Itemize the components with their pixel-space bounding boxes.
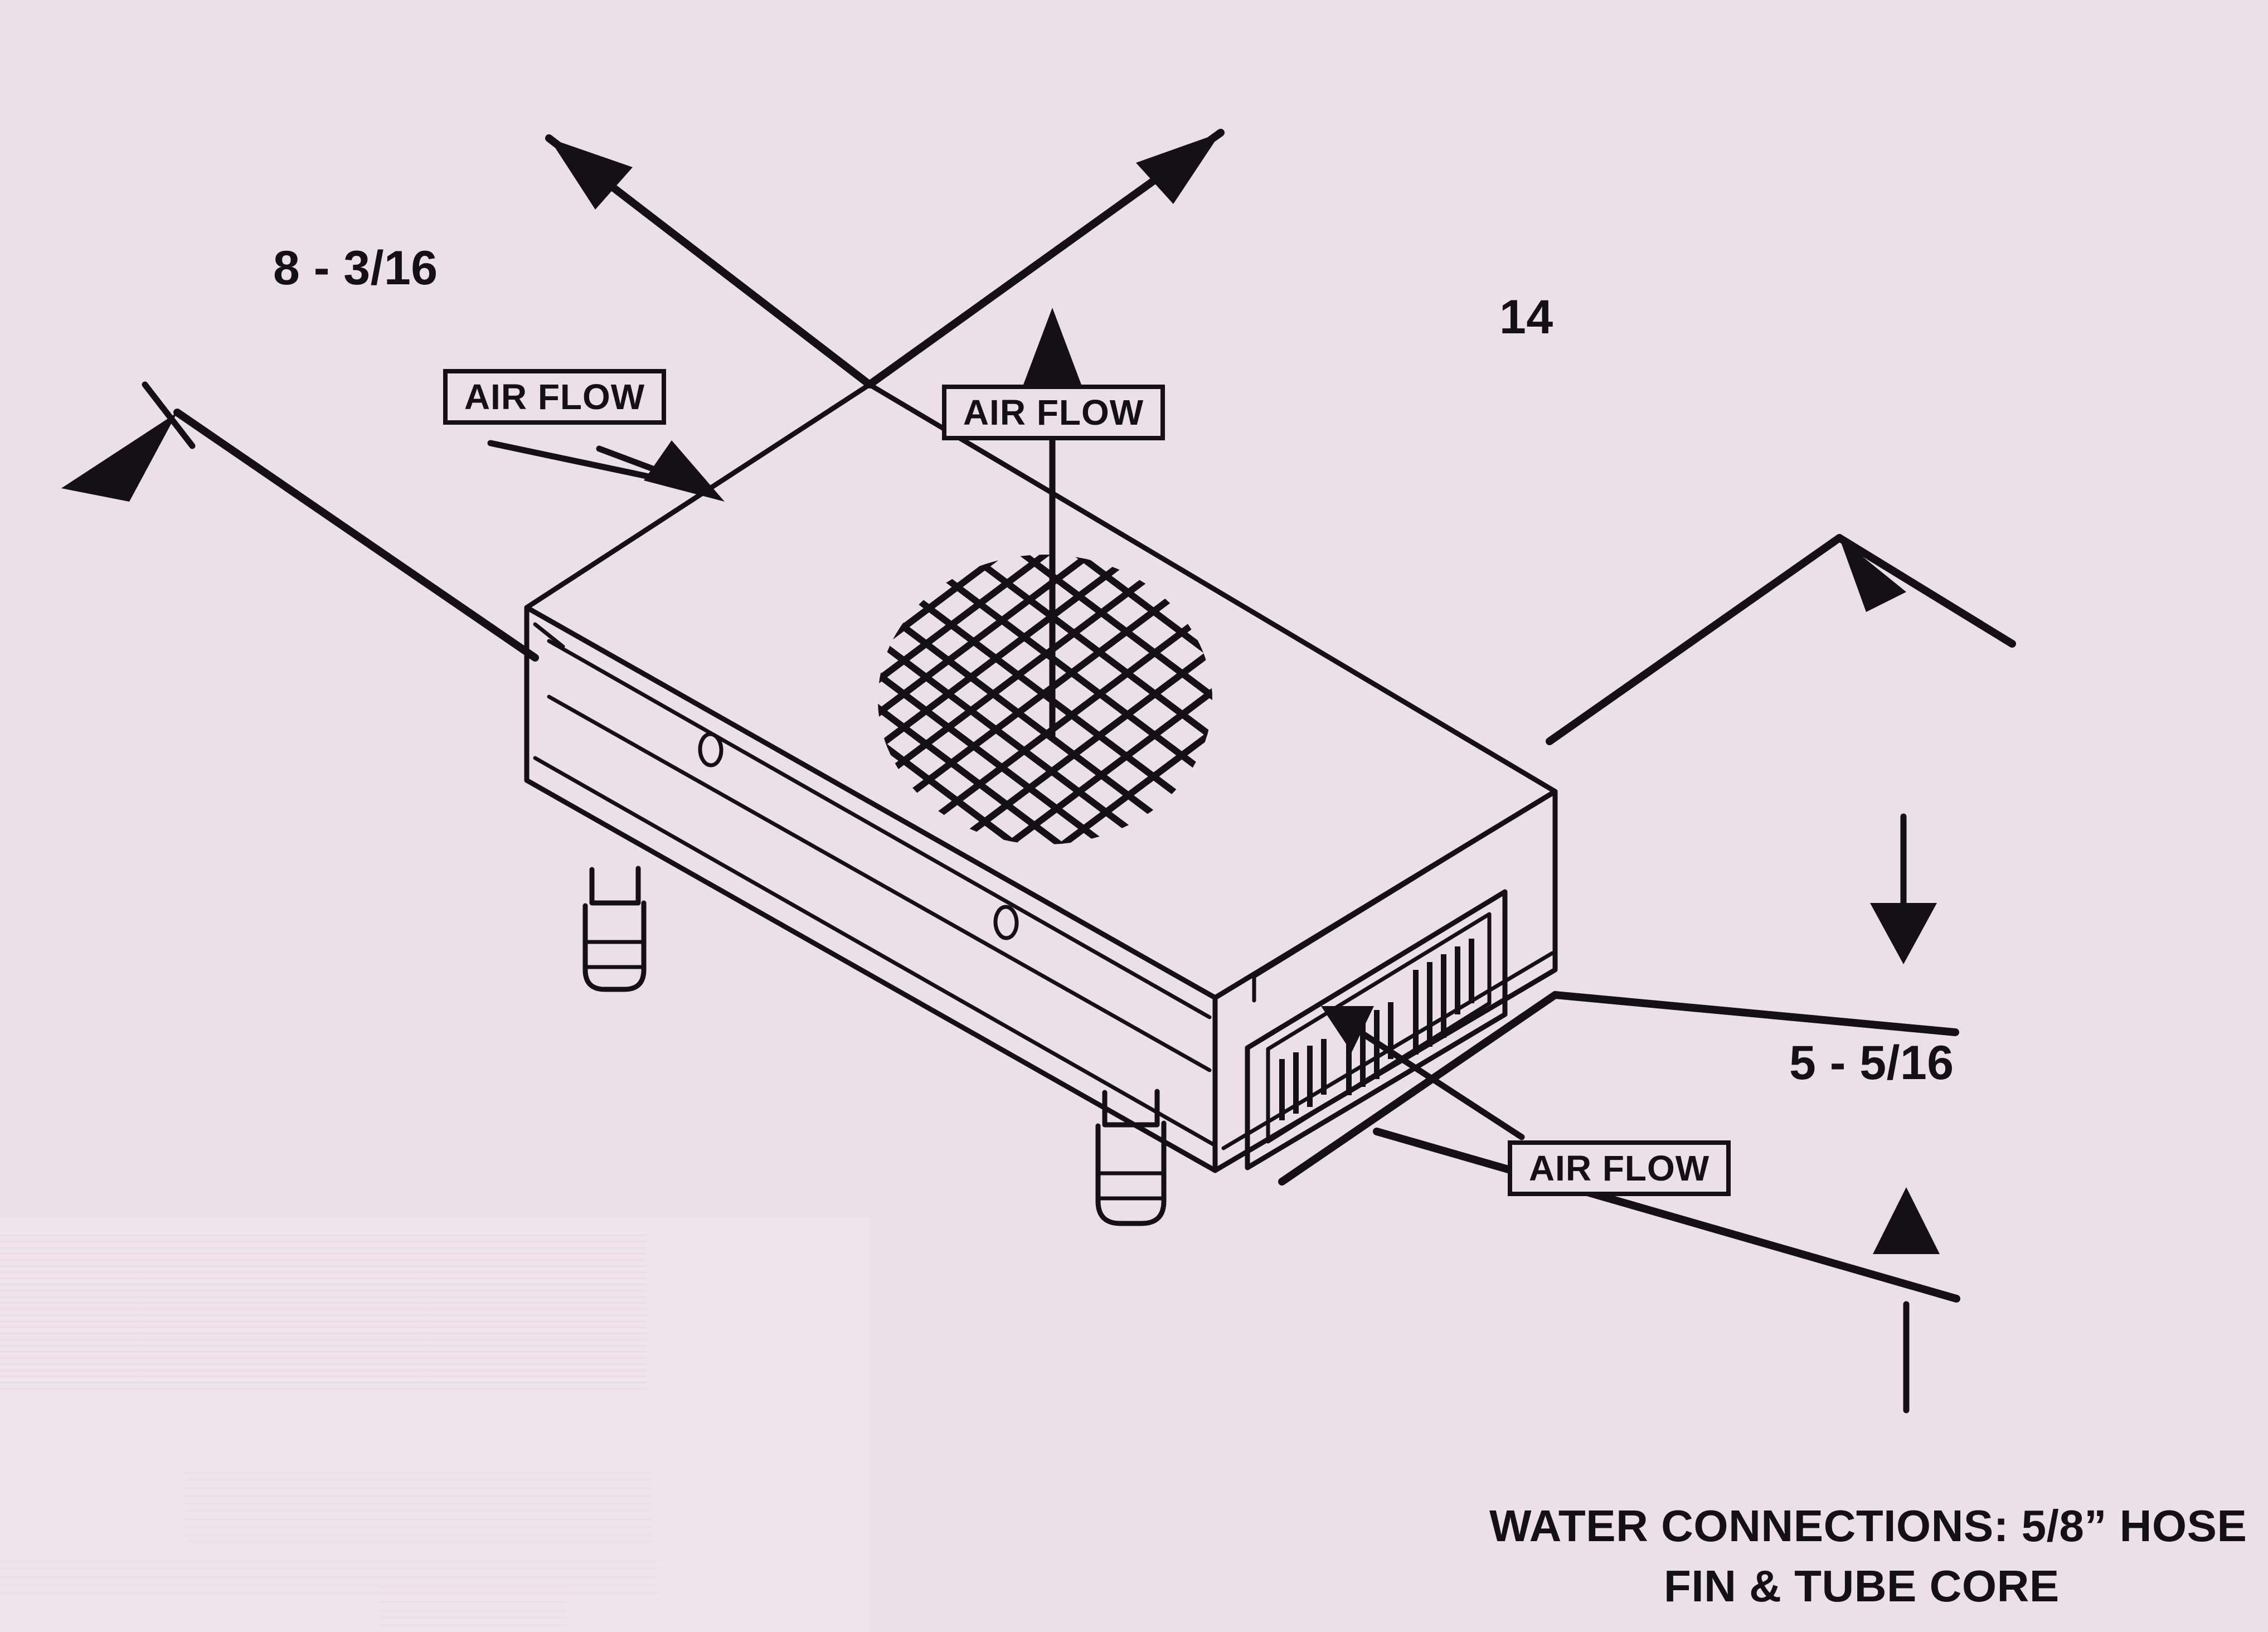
air-flow-label-top: AIR FLOW <box>942 385 1165 440</box>
air-flow-label-left: AIR FLOW <box>443 369 666 425</box>
air-flow-arrow-left <box>487 440 725 502</box>
height-dimension-lines <box>1278 534 2016 1414</box>
quantity-label: 14 <box>1499 290 1553 344</box>
fin-tube-core-opening <box>1245 889 1508 1170</box>
fin-tube-core-note: FIN & TUBE CORE <box>1664 1561 2060 1611</box>
air-flow-label-right: AIR FLOW <box>1508 1140 1731 1196</box>
width-dimension-lines <box>61 129 1225 662</box>
width-dimension-label: 8 - 3/16 <box>273 241 438 295</box>
height-dimension-label: 5 - 5/16 <box>1789 1036 1954 1090</box>
water-connections-note: WATER CONNECTIONS: 5/8” HOSE <box>1489 1501 2247 1551</box>
water-connection-right <box>1095 1089 1167 1226</box>
water-connection-left <box>582 866 647 992</box>
